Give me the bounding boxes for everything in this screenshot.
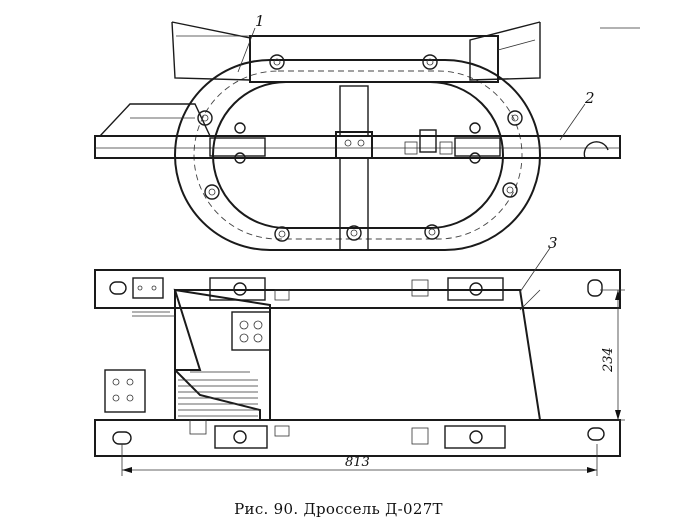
rail-fasteners	[109, 279, 605, 445]
right-clamp	[454, 137, 501, 157]
callout-3-leader	[519, 247, 551, 293]
main-frame-bar	[94, 135, 621, 159]
upper-flange-right	[469, 21, 541, 81]
dimension-height: 234	[600, 289, 625, 421]
core-body	[173, 288, 271, 421]
top-left-block	[209, 277, 266, 301]
top-right-block	[447, 277, 504, 301]
right-end-cap	[583, 141, 609, 159]
dimension-length-label: 813	[345, 455, 370, 470]
callout-1-leader	[237, 27, 256, 73]
upper-yoke-bar	[249, 35, 499, 83]
callout-1-label: 1	[255, 12, 265, 30]
lamination-hatch	[178, 371, 258, 417]
dimension-length: 813	[121, 444, 598, 476]
terminal-block	[419, 129, 437, 153]
center-strap-lower	[339, 157, 369, 251]
bottom-rail	[94, 419, 621, 457]
core-body-main	[174, 289, 542, 421]
bottom-view: 3 813 234	[94, 234, 625, 476]
ring-bolts	[197, 54, 523, 242]
top-view: 1 2	[94, 12, 640, 251]
left-terminal-plate	[132, 277, 164, 299]
callout-2-leader	[559, 103, 586, 141]
dimension-height-label: 234	[601, 347, 616, 373]
top-rail	[94, 269, 621, 309]
figure-caption: Рис. 90. Дроссель Д-027Т	[234, 500, 443, 518]
core-ring-outer	[174, 59, 541, 251]
callout-2-label: 2	[584, 89, 595, 107]
core-ring-inner	[212, 81, 504, 229]
hanging-bracket	[231, 311, 271, 351]
side-plate	[104, 369, 146, 413]
left-bracket	[99, 103, 211, 137]
bottom-left-block	[214, 425, 268, 449]
bottom-right-block	[444, 425, 506, 449]
center-strap-upper	[339, 85, 369, 137]
left-clamp	[209, 137, 266, 157]
callout-3-label: 3	[548, 234, 558, 252]
